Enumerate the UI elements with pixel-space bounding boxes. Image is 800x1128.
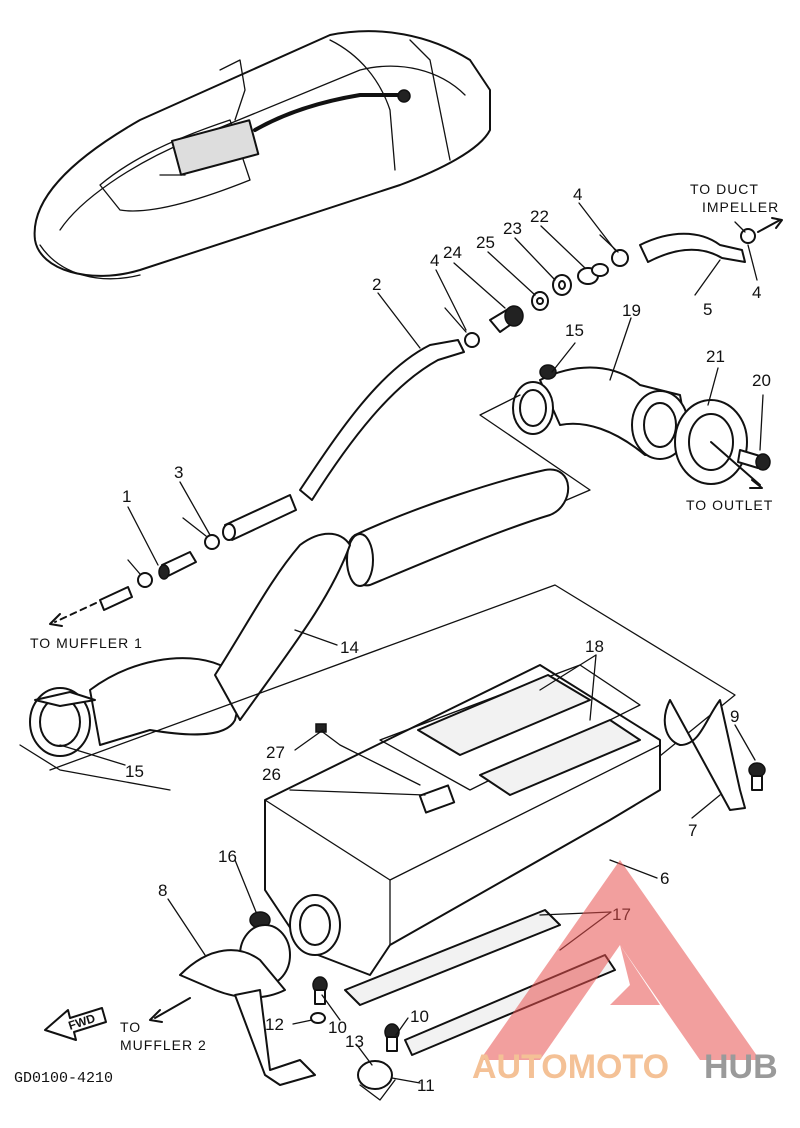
callout-12: 12 (265, 1015, 284, 1034)
callout-11: 11 (417, 1076, 435, 1095)
callout-19: 19 (622, 301, 641, 320)
watermark-auto: AUTOMOTO (472, 1048, 669, 1086)
to-duct-label: TO DUCT (690, 181, 759, 197)
lower-hose-8 (149, 924, 400, 1101)
callout-27: 27 (266, 743, 285, 762)
automotohub-watermark: AUTOMOTO HUB (472, 860, 778, 1086)
callout-leader-lines (59, 202, 764, 1084)
callout-7: 7 (688, 821, 697, 840)
cooling-hose-assembly (299, 217, 783, 501)
callout-6: 6 (660, 869, 669, 888)
muffler-body-6 (49, 584, 736, 1056)
callout-26: 26 (262, 765, 281, 784)
to-muffler-1-label: TO MUFFLER 1 (30, 635, 143, 651)
callout-4a: 4 (430, 251, 439, 270)
callout-5: 5 (703, 300, 712, 319)
callout-23: 23 (503, 219, 522, 238)
callout-4c: 4 (752, 283, 761, 302)
callout-15a: 15 (565, 321, 584, 340)
callout-10a: 10 (328, 1018, 347, 1037)
drawing-code: GD0100-4210 (14, 1070, 113, 1087)
fwd-arrow-icon (44, 1007, 107, 1041)
callout-24: 24 (443, 243, 462, 262)
callout-1: 1 (122, 487, 131, 506)
callout-10b: 10 (410, 1007, 429, 1026)
callout-15b: 15 (125, 762, 144, 781)
muffler-2-label: MUFFLER 2 (120, 1037, 207, 1053)
callout-9: 9 (730, 707, 739, 726)
callout-4b: 4 (573, 185, 582, 204)
impeller-label: IMPELLER (702, 199, 779, 215)
callout-13: 13 (345, 1032, 364, 1051)
callout-25: 25 (476, 233, 495, 252)
watermark-hub: HUB (704, 1048, 778, 1086)
callout-20: 20 (752, 371, 771, 390)
callout-16: 16 (218, 847, 237, 866)
callout-21: 21 (706, 347, 725, 366)
to-label: TO (120, 1019, 141, 1035)
direction-labels: TO DUCT IMPELLER TO OUTLET TO MUFFLER 1 … (14, 181, 779, 1087)
callout-8: 8 (158, 881, 167, 900)
to-outlet-label: TO OUTLET (686, 497, 773, 513)
outlet-elbow-assembly (479, 364, 771, 506)
callout-2: 2 (372, 275, 381, 294)
watermark-triangle-icon (480, 860, 760, 1060)
callout-18: 18 (585, 637, 604, 656)
exhaust-pipe-14 (19, 468, 570, 791)
watercraft-overview (33, 30, 491, 280)
callout-22: 22 (530, 207, 549, 226)
callout-numbers: 1 2 3 4 4 4 5 6 7 8 9 10 10 11 12 13 14 … (122, 185, 771, 1095)
bracket-7 (663, 699, 766, 811)
callout-3: 3 (174, 463, 183, 482)
callout-14: 14 (340, 638, 359, 657)
